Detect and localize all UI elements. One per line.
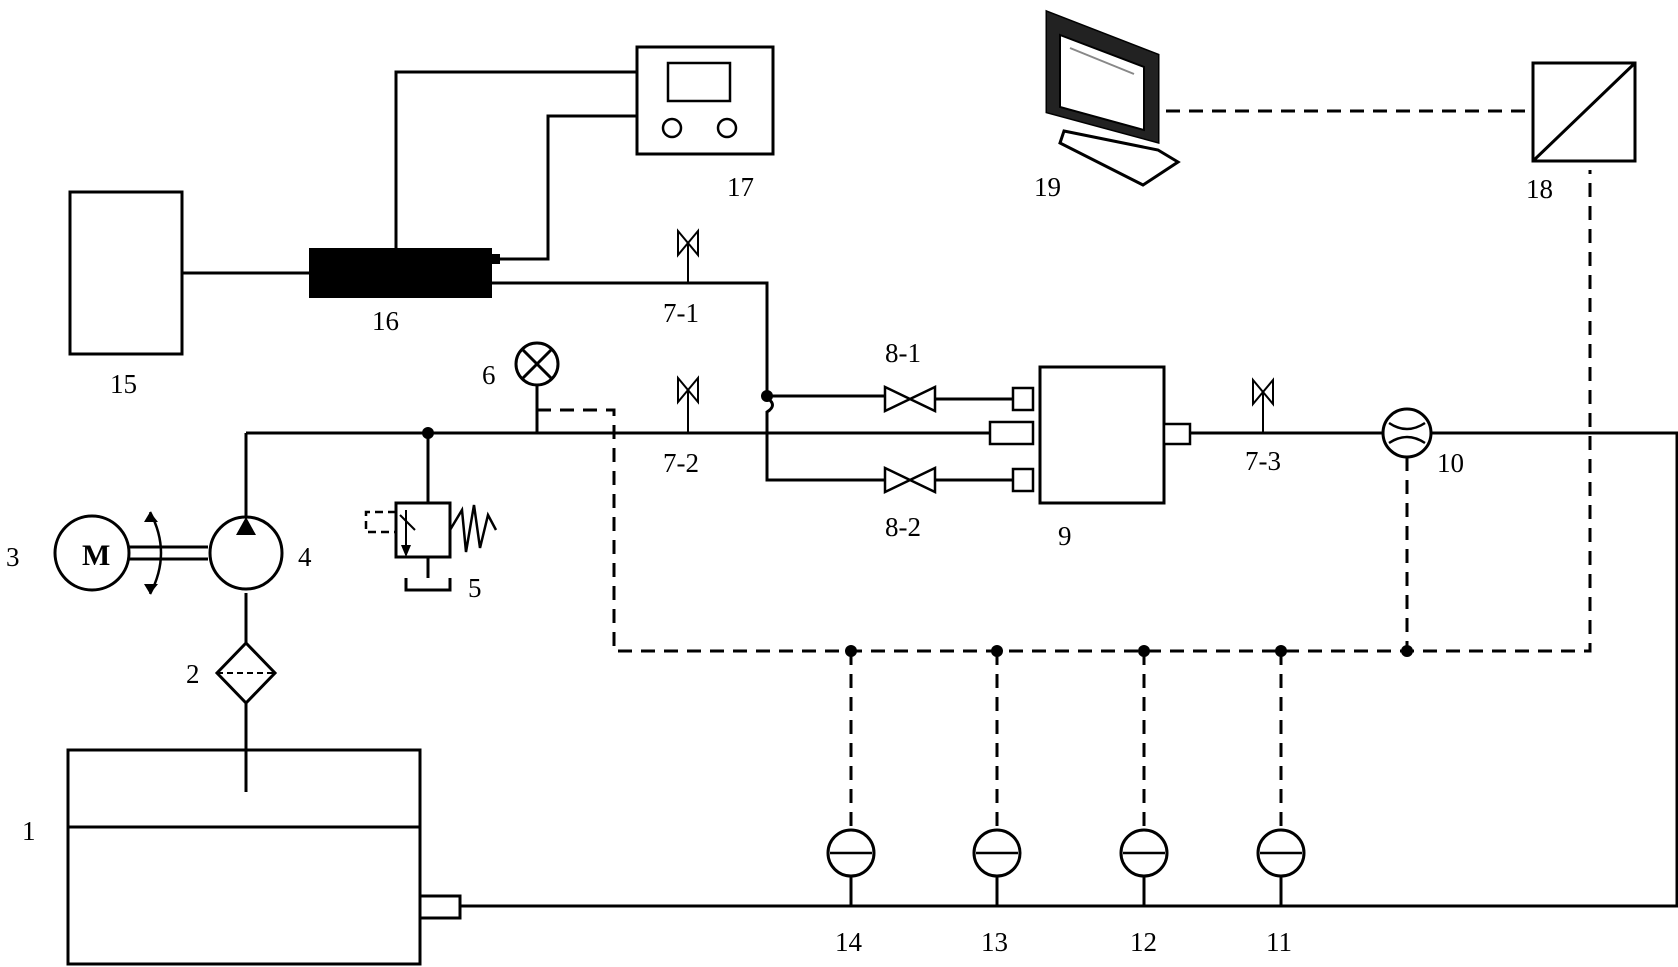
- label-valve-7-1: 7-1: [663, 298, 699, 328]
- signal-lines: [537, 109, 1592, 830]
- controller-17: [635, 45, 775, 156]
- label-valve-7-2: 7-2: [663, 448, 699, 478]
- label-filter: 2: [186, 659, 200, 689]
- label-flow-meter: 10: [1437, 448, 1464, 478]
- motor-icon: M: [53, 514, 131, 592]
- needle-valve-icon: [677, 228, 699, 283]
- shaft-coupling: [129, 511, 208, 595]
- label-tank: 1: [22, 816, 36, 846]
- device-16: [309, 248, 492, 298]
- main-pressure-line: [244, 427, 990, 517]
- needle-valve-icon: [1252, 377, 1274, 433]
- sensor-icon: [1256, 828, 1306, 906]
- label-test-unit-9: 9: [1058, 521, 1072, 551]
- label-sensor-11: 11: [1266, 927, 1292, 957]
- test-unit-9: [988, 365, 1192, 505]
- label-pressure-gauge: 6: [482, 360, 496, 390]
- label-controller-17: 17: [727, 172, 754, 202]
- pressure-gauge-icon: [514, 341, 560, 433]
- label-pump: 4: [298, 542, 312, 572]
- label-motor: 3: [6, 542, 20, 572]
- tank: [66, 748, 462, 966]
- monitor-icon: [1045, 9, 1181, 187]
- sensor-icon: [826, 828, 876, 906]
- label-relief-valve: 5: [468, 573, 482, 603]
- label-device-16: 16: [372, 306, 399, 336]
- label-valve-7-3: 7-3: [1245, 446, 1281, 476]
- label-sensor-12: 12: [1130, 927, 1157, 957]
- label-sensor-13: 13: [981, 927, 1008, 957]
- label-sensor-14: 14: [835, 927, 863, 957]
- label-converter-18: 18: [1526, 174, 1553, 204]
- label-computer-19: 19: [1034, 172, 1061, 202]
- needle-valve-icon: [677, 375, 699, 433]
- relief-valve-icon: [364, 433, 498, 592]
- pump-icon: [208, 515, 284, 591]
- box-15: [68, 190, 184, 356]
- sensor-icon: [972, 828, 1022, 906]
- label-box-15: 15: [110, 369, 137, 399]
- label-valve-8-2: 8-2: [885, 512, 921, 542]
- ball-valve-icon: [883, 385, 937, 413]
- flow-meter-icon: [1381, 407, 1433, 459]
- filter-icon: [214, 593, 278, 750]
- converter-icon: [1531, 61, 1637, 163]
- label-valve-8-1: 8-1: [885, 338, 921, 368]
- motor-symbol: M: [82, 539, 110, 572]
- sensor-icon: [1119, 828, 1169, 906]
- ball-valve-icon: [883, 466, 937, 494]
